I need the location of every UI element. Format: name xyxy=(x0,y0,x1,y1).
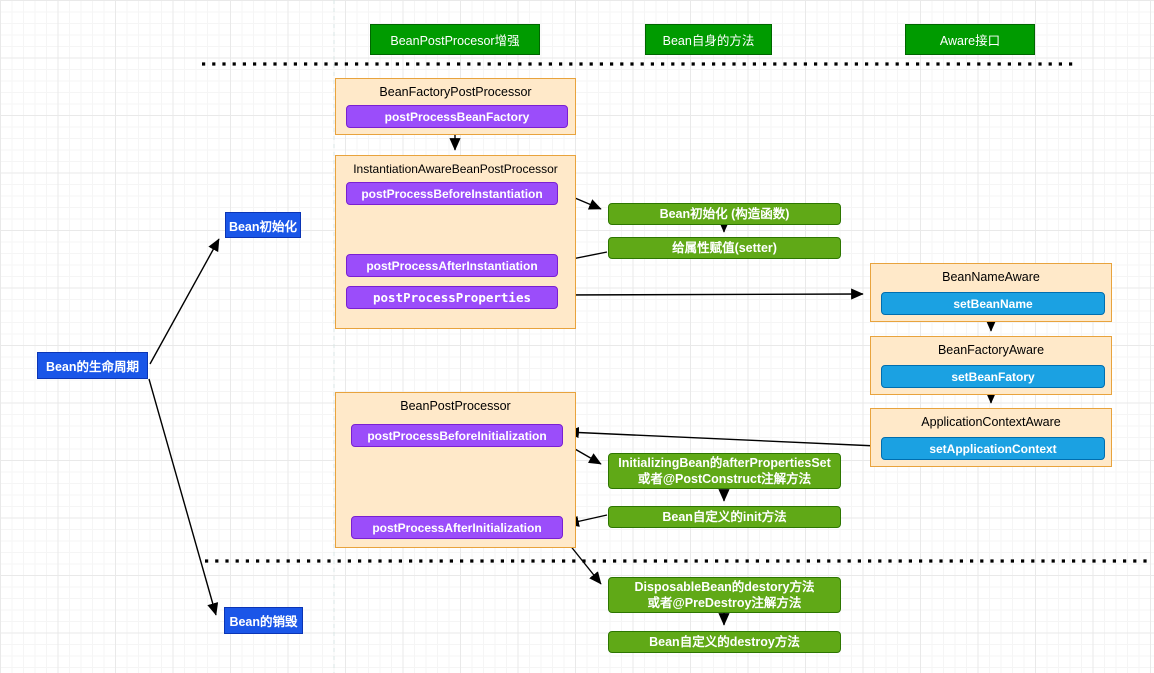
container-title: BeanNameAware xyxy=(942,270,1040,284)
container-bean-factory-post-processor: BeanFactoryPostProcessor postProcessBean… xyxy=(335,78,576,135)
node-bean-init: Bean初始化 xyxy=(225,212,301,238)
container-bean-factory-aware: BeanFactoryAware setBeanFatory xyxy=(870,336,1112,395)
container-title: BeanFactoryAware xyxy=(937,343,1045,357)
container-title: ApplicationContextAware xyxy=(921,415,1061,429)
container-title: BeanPostProcessor xyxy=(400,399,511,413)
container-title: BeanFactoryPostProcessor xyxy=(379,85,532,99)
container-instantiation-aware-bean-post-processor: InstantiationAwareBeanPostProcessor post… xyxy=(335,155,576,329)
step-after-properties-set: InitializingBean的afterPropertiesSet 或者@P… xyxy=(608,453,841,489)
legend-beanpostprocessor-enhance: BeanPostProcesor增强 xyxy=(370,24,540,55)
step-custom-destroy: Bean自定义的destroy方法 xyxy=(608,631,841,653)
method-set-bean-name: setBeanName xyxy=(881,292,1105,315)
step-line2: 或者@PreDestroy注解方法 xyxy=(647,596,802,610)
method-postprocess-bean-factory: postProcessBeanFactory xyxy=(346,105,568,128)
method-set-bean-factory: setBeanFatory xyxy=(881,365,1105,388)
step-line1: DisposableBean的destory方法 xyxy=(634,580,815,594)
container-application-context-aware: ApplicationContextAware setApplicationCo… xyxy=(870,408,1112,467)
node-bean-destroy: Bean的销毁 xyxy=(224,607,303,634)
step-bean-construct: Bean初始化 (构造函数) xyxy=(608,203,841,225)
step-custom-init: Bean自定义的init方法 xyxy=(608,506,841,528)
node-bean-lifecycle: Bean的生命周期 xyxy=(37,352,148,379)
step-line2: 或者@PostConstruct注解方法 xyxy=(637,472,812,486)
legend-bean-own-methods: Bean自身的方法 xyxy=(645,24,772,55)
container-bean-post-processor: BeanPostProcessor postProcessBeforeIniti… xyxy=(335,392,576,548)
step-disposable-destroy: DisposableBean的destory方法 或者@PreDestroy注解… xyxy=(608,577,841,613)
container-title: InstantiationAwareBeanPostProcessor xyxy=(353,162,558,176)
legend-aware-interface: Aware接口 xyxy=(905,24,1035,55)
method-set-application-context: setApplicationContext xyxy=(881,437,1105,460)
method-postprocess-after-instantiation: postProcessAfterInstantiation xyxy=(346,254,558,277)
method-postprocess-properties: postProcessProperties xyxy=(346,286,558,309)
container-bean-name-aware: BeanNameAware setBeanName xyxy=(870,263,1112,322)
method-postprocess-before-initialization: postProcessBeforeInitialization xyxy=(351,424,563,447)
method-postprocess-before-instantiation: postProcessBeforeInstantiation xyxy=(346,182,558,205)
method-postprocess-after-initialization: postProcessAfterInitialization xyxy=(351,516,563,539)
step-line1: InitializingBean的afterPropertiesSet xyxy=(618,456,831,470)
step-property-setter: 给属性赋值(setter) xyxy=(608,237,841,259)
